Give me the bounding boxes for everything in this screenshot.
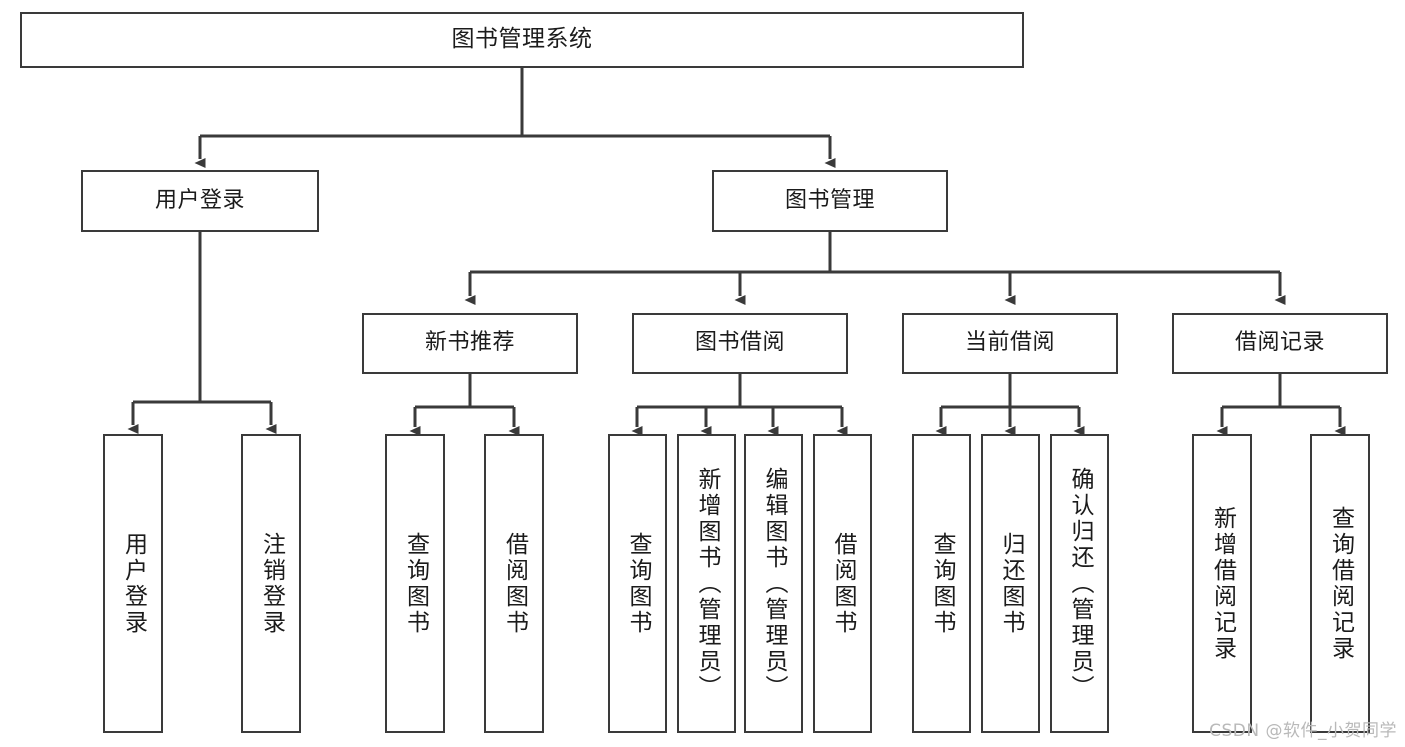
node-label: 借阅记录 — [1234, 330, 1325, 356]
node-label: 当前借阅 — [964, 330, 1055, 356]
node-current-borrow[interactable]: 当前借阅 — [902, 313, 1118, 374]
node-user-login[interactable]: 用户登录 — [81, 170, 319, 232]
leaf-recommend-borrow-book[interactable]: 借阅图书 — [484, 434, 544, 733]
leaf-borrow-edit-book-admin[interactable]: 编辑图书（管理员） — [744, 434, 803, 733]
node-label: 查询借阅记录 — [1327, 505, 1354, 662]
leaf-current-confirm-return-admin[interactable]: 确认归还（管理员） — [1050, 434, 1109, 733]
leaf-borrow-query-book[interactable]: 查询图书 — [608, 434, 667, 733]
node-label: 用户登录 — [154, 187, 245, 213]
node-new-book-recommend[interactable]: 新书推荐 — [362, 313, 578, 374]
leaf-borrow-add-book-admin[interactable]: 新增图书（管理员） — [677, 434, 736, 733]
node-book-borrow[interactable]: 图书借阅 — [632, 313, 848, 374]
node-label: 确认归还（管理员） — [1067, 466, 1093, 701]
node-label: 查询图书 — [929, 531, 955, 636]
node-label: 图书管理 — [784, 187, 875, 213]
node-book-management[interactable]: 图书管理 — [712, 170, 948, 232]
node-label: 注销登录 — [258, 531, 285, 636]
leaf-record-query-record[interactable]: 查询借阅记录 — [1310, 434, 1370, 733]
node-label: 查询图书 — [402, 531, 429, 636]
node-label: 新书推荐 — [424, 330, 515, 356]
node-root-system[interactable]: 图书管理系统 — [20, 12, 1024, 68]
leaf-record-add-record[interactable]: 新增借阅记录 — [1192, 434, 1252, 733]
leaf-current-return-book[interactable]: 归还图书 — [981, 434, 1040, 733]
node-label: 用户登录 — [120, 531, 147, 636]
node-label: 图书借阅 — [694, 330, 785, 356]
leaf-current-query-book[interactable]: 查询图书 — [912, 434, 971, 733]
leaf-recommend-query-book[interactable]: 查询图书 — [385, 434, 445, 733]
node-label: 借阅图书 — [830, 531, 856, 636]
node-label: 新增借阅记录 — [1209, 505, 1236, 662]
leaf-user-login-logout[interactable]: 注销登录 — [241, 434, 301, 733]
leaf-user-login-login[interactable]: 用户登录 — [103, 434, 163, 733]
node-label: 借阅图书 — [501, 531, 528, 636]
leaf-borrow-borrow-book[interactable]: 借阅图书 — [813, 434, 872, 733]
node-label: 新增图书（管理员） — [694, 466, 720, 701]
node-borrow-record[interactable]: 借阅记录 — [1172, 313, 1388, 374]
node-label: 查询图书 — [625, 531, 651, 636]
node-label: 归还图书 — [998, 531, 1024, 636]
node-label: 编辑图书（管理员） — [761, 466, 787, 701]
watermark-text: CSDN @软件_小贺同学 — [1209, 721, 1397, 741]
node-label: 图书管理系统 — [451, 26, 593, 53]
